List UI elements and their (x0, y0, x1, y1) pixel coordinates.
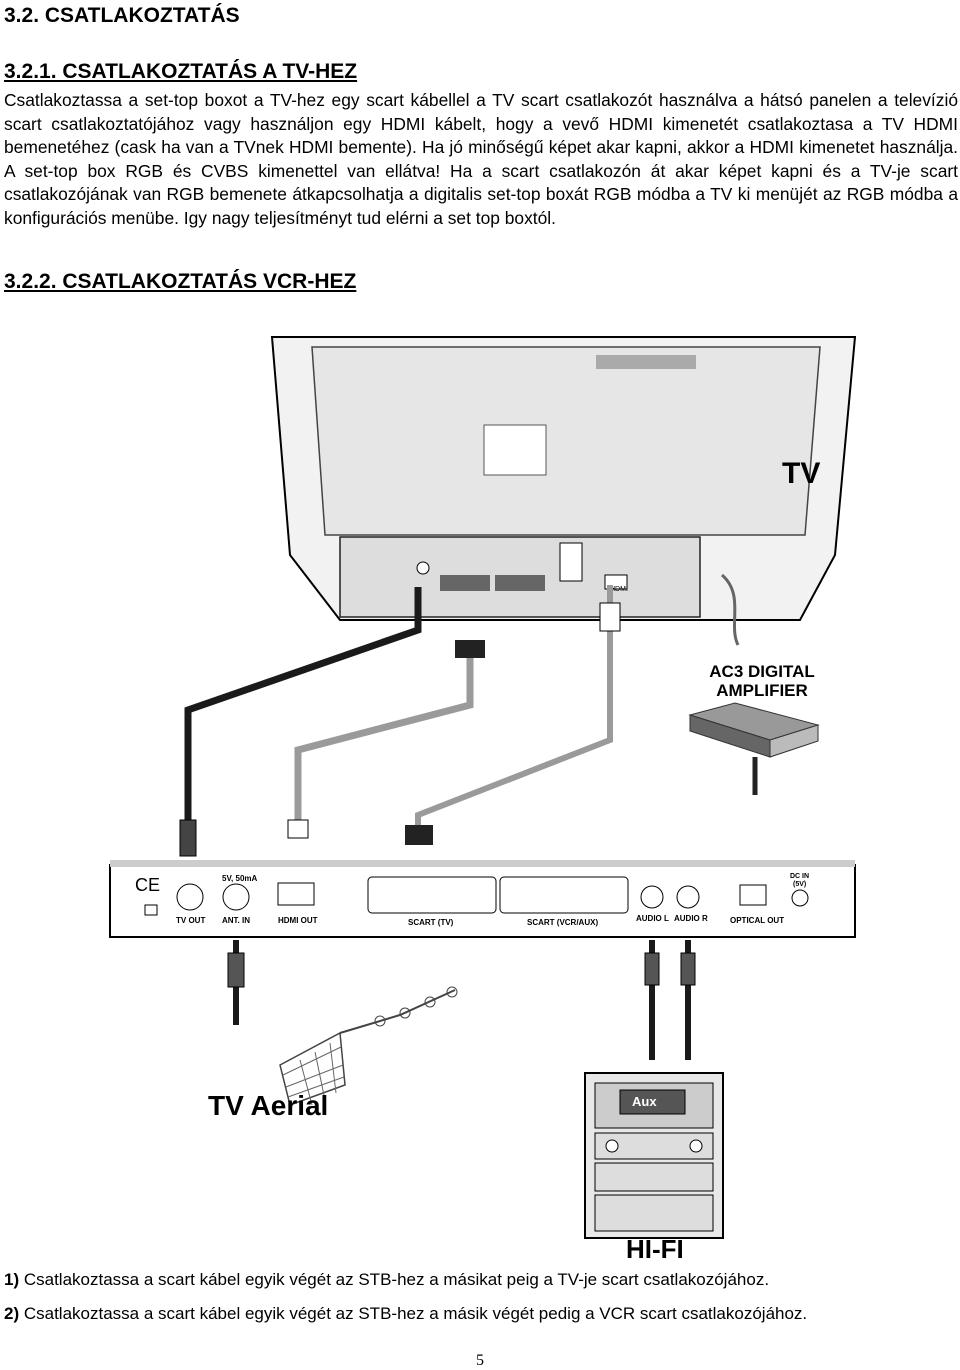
audio-r-label: AUDIO R (674, 914, 708, 923)
instruction-step-2: 2) Csatlakoztassa a scart kábel egyik vé… (4, 1304, 807, 1324)
stb-back-panel: CE 5V, 50mA DC IN (5V) TV OUT ANT. IN HD… (109, 860, 856, 938)
audio-l-port (640, 885, 664, 909)
ant-in-label: ANT. IN (222, 916, 250, 925)
audio-l-label: AUDIO L (636, 914, 669, 923)
hdmi-out-port (277, 882, 315, 906)
tv-out-port (176, 883, 204, 911)
amplifier-label-1: AC3 DIGITAL (709, 662, 814, 681)
section-heading-vcr: 3.2.2. CSATLAKOZTATÁS VCR-HEZ (4, 270, 357, 293)
section-paragraph-tv: Csatlakoztassa a set-top boxot a TV-hez … (4, 90, 958, 228)
step-number: 1) (4, 1270, 20, 1289)
stb-rating: 5V, 50mA (222, 874, 258, 883)
page-number: 5 (476, 1352, 484, 1369)
scart-tv-label: SCART (TV) (408, 918, 454, 927)
hifi-label: HI-FI (626, 1234, 684, 1264)
ant-in-port (222, 883, 250, 911)
hdmi-out-label: HDMI OUT (278, 916, 318, 925)
connection-diagram: HDMI TV AC3 DIGITAL AMPLIFIER CE 5V, 50m… (109, 336, 857, 1264)
dc-in-label-2: (5V) (793, 881, 806, 888)
tv-back: HDMI (270, 336, 857, 646)
dc-in-label-1: DC IN (790, 873, 809, 880)
hifi-aux-label: Aux (632, 1094, 657, 1109)
page-heading: 3.2. CSATLAKOZTATÁS (4, 4, 240, 27)
tv-hdmi-port-label: HDMI (610, 586, 628, 593)
amplifier-label-2: AMPLIFIER (716, 681, 808, 700)
dc-in-port (791, 889, 809, 907)
audio-r-port (676, 885, 700, 909)
ac3-amplifier (688, 702, 820, 758)
antenna-cable (184, 587, 422, 825)
section-heading-tv: 3.2.1. CSATLAKOZTATÁS A TV-HEZ (4, 60, 358, 83)
scart-vcr-label: SCART (VCR/AUX) (527, 918, 598, 927)
hifi-system: Aux (584, 1072, 724, 1239)
tv-aerial (279, 986, 458, 1106)
optical-out-port (739, 884, 767, 906)
tv-label: TV (782, 457, 820, 490)
step-number: 2) (4, 1304, 20, 1323)
step-text: Csatlakoztassa a scart kábel egyik végét… (19, 1270, 770, 1289)
tv-out-label: TV OUT (176, 916, 205, 925)
scart-vcr-port (499, 876, 629, 914)
optical-out-label: OPTICAL OUT (730, 916, 784, 925)
scart-cable-tv (294, 655, 474, 820)
step-text: Csatlakoztassa a scart kábel egyik végét… (19, 1304, 808, 1323)
scart-tv-port (367, 876, 497, 914)
ce-mark: CE (135, 875, 160, 895)
instruction-step-1: 1) Csatlakoztassa a scart kábel egyik vé… (4, 1270, 769, 1290)
tv-aerial-label: TV Aerial (208, 1090, 328, 1121)
hdmi-cable (415, 585, 613, 830)
